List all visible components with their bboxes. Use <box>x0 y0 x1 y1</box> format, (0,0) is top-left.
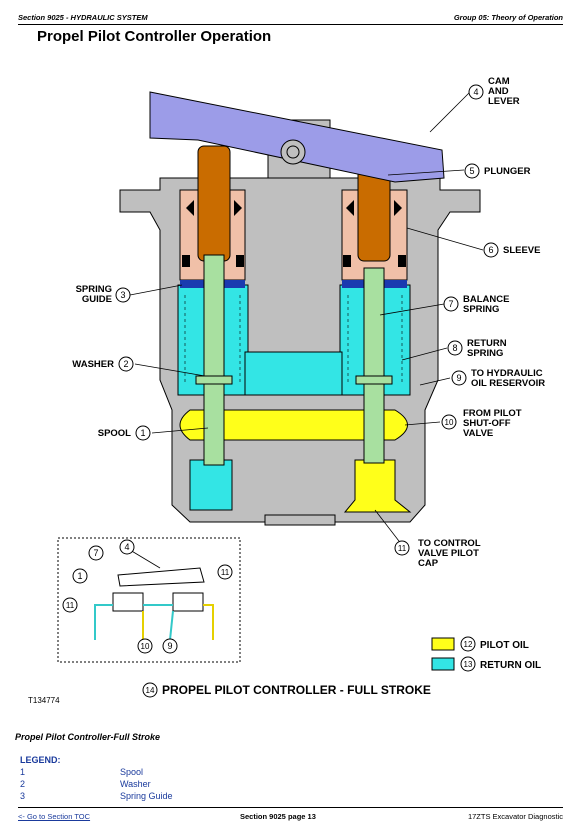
spring-coils <box>184 295 403 385</box>
plungers <box>182 145 406 267</box>
footer-manual: 17ZTS Excavator Diagnostic <box>467 812 563 821</box>
figure-caption: Propel Pilot Controller-Full Stroke <box>15 732 161 742</box>
svg-text:7: 7 <box>448 299 453 309</box>
svg-text:11: 11 <box>66 601 75 610</box>
legend-heading: LEGEND: <box>20 755 61 765</box>
svg-text:4: 4 <box>124 542 129 552</box>
callout-leaders <box>129 91 484 546</box>
pilot-oil-passage <box>179 409 408 441</box>
header-group: Group 05: Theory of Operation <box>453 13 563 22</box>
color-key: 12 PILOT OIL 13 RETURN OIL <box>431 636 541 672</box>
svg-text:PILOT OIL: PILOT OIL <box>480 640 529 651</box>
footer-page: Section 9025 page 13 <box>240 812 316 821</box>
svg-text:4: 4 <box>473 87 478 97</box>
svg-text:10: 10 <box>445 418 454 427</box>
svg-text:14: 14 <box>146 686 155 695</box>
page-title: Propel Pilot Controller Operation <box>37 28 272 45</box>
svg-text:RETURN OIL: RETURN OIL <box>480 660 541 671</box>
svg-text:8: 8 <box>452 343 457 353</box>
legend-num-1: 1 <box>20 767 26 777</box>
spools <box>195 254 393 466</box>
svg-text:9: 9 <box>167 641 172 651</box>
svg-text:5: 5 <box>469 166 474 176</box>
controller-body <box>119 119 481 526</box>
svg-text:PROPEL PILOT CONTROLLER - FULL: PROPEL PILOT CONTROLLER - FULL STROKE <box>162 683 431 697</box>
callout-sleeve: 6 SLEEVE <box>483 242 541 258</box>
svg-text:10: 10 <box>141 642 150 651</box>
schematic-inset: 7 4 1 11 11 10 9 <box>57 537 241 663</box>
svg-text:7: 7 <box>93 548 98 558</box>
header-rule <box>18 24 563 25</box>
legend-label-1: Spool <box>120 767 144 777</box>
svg-text:6: 6 <box>488 245 493 255</box>
svg-text:3: 3 <box>120 290 125 300</box>
callout-plunger: 5 PLUNGER <box>464 163 531 179</box>
svg-text:1: 1 <box>140 428 145 438</box>
svg-text:11: 11 <box>398 544 407 553</box>
svg-text:9: 9 <box>456 373 461 383</box>
svg-text:WASHER: WASHER <box>72 359 114 370</box>
callout-washer: 2 WASHER <box>72 356 134 372</box>
svg-text:T134774: T134774 <box>28 696 60 705</box>
svg-text:2: 2 <box>123 359 128 369</box>
cam-lever <box>149 91 445 183</box>
callout-spool: 1 SPOOL <box>98 425 151 441</box>
svg-text:12: 12 <box>464 640 473 649</box>
legend-num-2: 2 <box>20 779 26 789</box>
figure-title: T134774 14 PROPEL PILOT CONTROLLER - FUL… <box>28 682 431 705</box>
svg-text:SPOOL: SPOOL <box>98 428 131 439</box>
svg-text:1: 1 <box>77 571 82 581</box>
svg-text:13: 13 <box>464 660 473 669</box>
legend-label-3: Spring Guide <box>120 791 173 801</box>
svg-text:PLUNGER: PLUNGER <box>484 166 531 177</box>
section-toc-link[interactable]: <- Go to Section TOC <box>18 812 91 821</box>
footer-rule <box>18 807 563 808</box>
header-section: Section 9025 - HYDRAULIC SYSTEM <box>18 13 148 22</box>
svg-text:SLEEVE: SLEEVE <box>503 245 541 256</box>
svg-text:11: 11 <box>221 568 230 577</box>
legend-label-2: Washer <box>120 779 151 789</box>
legend-num-3: 3 <box>20 791 26 801</box>
